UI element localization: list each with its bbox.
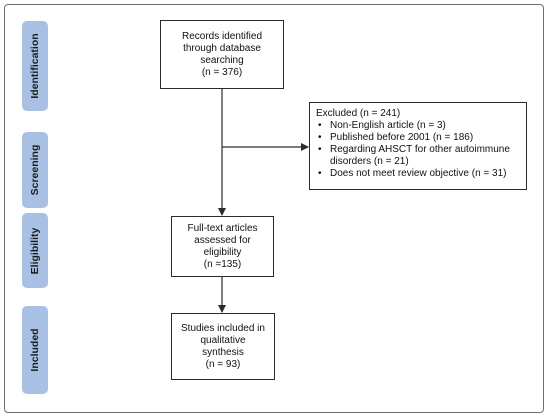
fulltext-line: eligibility (203, 246, 242, 258)
identified-line: Records identified (181, 30, 263, 42)
identified-line: (n = 376) (201, 66, 243, 78)
included-line: synthesis (202, 346, 244, 358)
included-box: Studies included in qualitative synthesi… (171, 313, 275, 380)
excluded-box: Excluded (n = 241) Non-English article (… (309, 102, 527, 190)
included-line: Studies included in (181, 322, 265, 334)
excluded-item: Published before 2001 (n = 186) (318, 132, 520, 144)
excluded-item: Regarding AHSCT for other autoimmune dis… (318, 144, 520, 168)
stage-identification: Identification (22, 21, 48, 111)
fulltext-box: Full-text articles assessed for eligibil… (171, 216, 274, 277)
excluded-item: Non-English article (n = 3) (318, 120, 520, 132)
fulltext-line: assessed for (194, 234, 251, 246)
identified-line: through database (183, 42, 261, 54)
fulltext-line: Full-text articles (187, 222, 258, 234)
excluded-list: Non-English article (n = 3) Published be… (316, 120, 520, 180)
stage-eligibility: Eligibility (22, 213, 48, 288)
identified-line: searching (200, 54, 244, 66)
excluded-title: Excluded (n = 241) (316, 108, 401, 119)
fulltext-line: (n =135) (203, 258, 242, 270)
included-line: (n = 93) (205, 358, 241, 370)
included-line: qualitative (200, 334, 246, 346)
stage-included: Included (22, 306, 48, 394)
excluded-item: Does not meet review objective (n = 31) (318, 168, 520, 180)
stage-screening: Screening (22, 132, 48, 208)
identified-box: Records identified through database sear… (160, 20, 284, 89)
